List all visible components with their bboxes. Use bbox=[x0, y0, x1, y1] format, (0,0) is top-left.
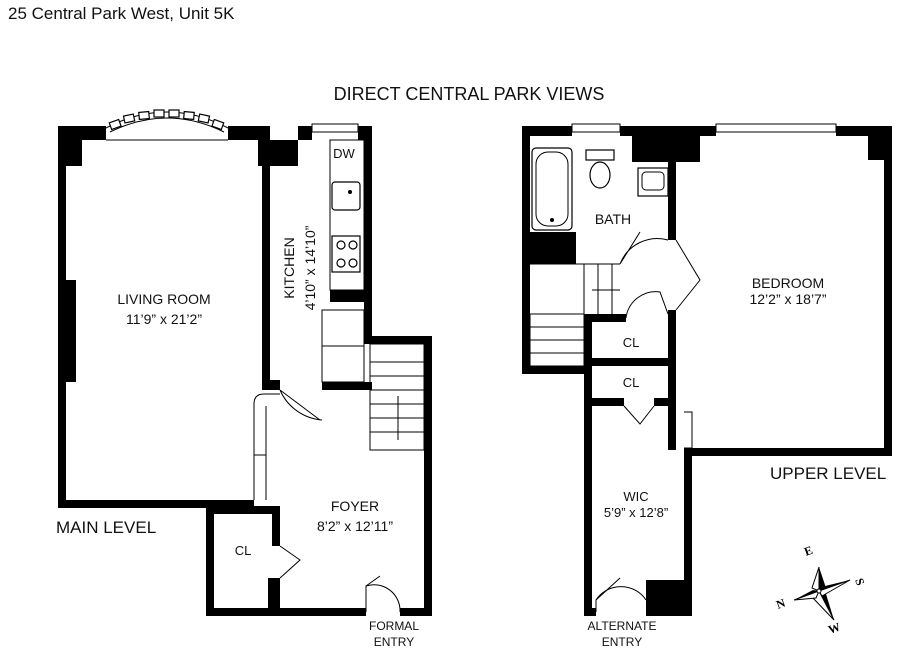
compass-n: N bbox=[774, 596, 787, 612]
formal-entry-line1: FORMAL bbox=[369, 619, 419, 633]
views-caption: DIRECT CENTRAL PARK VIEWS bbox=[334, 84, 605, 104]
address-title: 25 Central Park West, Unit 5K bbox=[8, 4, 235, 23]
living-room-name: LIVING ROOM bbox=[117, 291, 210, 307]
kitchen-name: KITCHEN bbox=[281, 237, 297, 298]
dishwasher-label: DW bbox=[333, 146, 355, 161]
alternate-entry-line1: ALTERNATE bbox=[588, 619, 657, 633]
living-room-dims: 11’9” x 21’2” bbox=[126, 311, 202, 327]
main-level-plan bbox=[58, 109, 432, 616]
wic-name: WIC bbox=[623, 489, 648, 504]
upper-closet-2-label: CL bbox=[623, 375, 640, 390]
kitchen-dims: 4’10” x 14’10” bbox=[302, 225, 318, 310]
upper-level-plan bbox=[522, 123, 892, 616]
main-closet-label: CL bbox=[235, 543, 252, 558]
compass-w: W bbox=[826, 620, 842, 637]
foyer-name: FOYER bbox=[331, 498, 379, 514]
bedroom-name: BEDROOM bbox=[752, 275, 824, 291]
main-level-label: MAIN LEVEL bbox=[56, 518, 156, 537]
alternate-entry-line2: ENTRY bbox=[602, 635, 642, 649]
formal-entry-line2: ENTRY bbox=[374, 635, 414, 649]
compass-e: E bbox=[802, 543, 814, 559]
compass-rose-icon bbox=[793, 566, 851, 621]
foyer-dims: 8’2” x 12’11” bbox=[317, 518, 393, 534]
upper-closet-1-label: CL bbox=[623, 335, 640, 350]
wic-dims: 5’9” x 12’8” bbox=[604, 505, 668, 520]
compass-s: S bbox=[852, 576, 868, 587]
upper-level-label: UPPER LEVEL bbox=[770, 464, 886, 483]
bedroom-dims: 12’2” x 18’7” bbox=[749, 291, 826, 307]
bath-label: BATH bbox=[595, 211, 631, 227]
